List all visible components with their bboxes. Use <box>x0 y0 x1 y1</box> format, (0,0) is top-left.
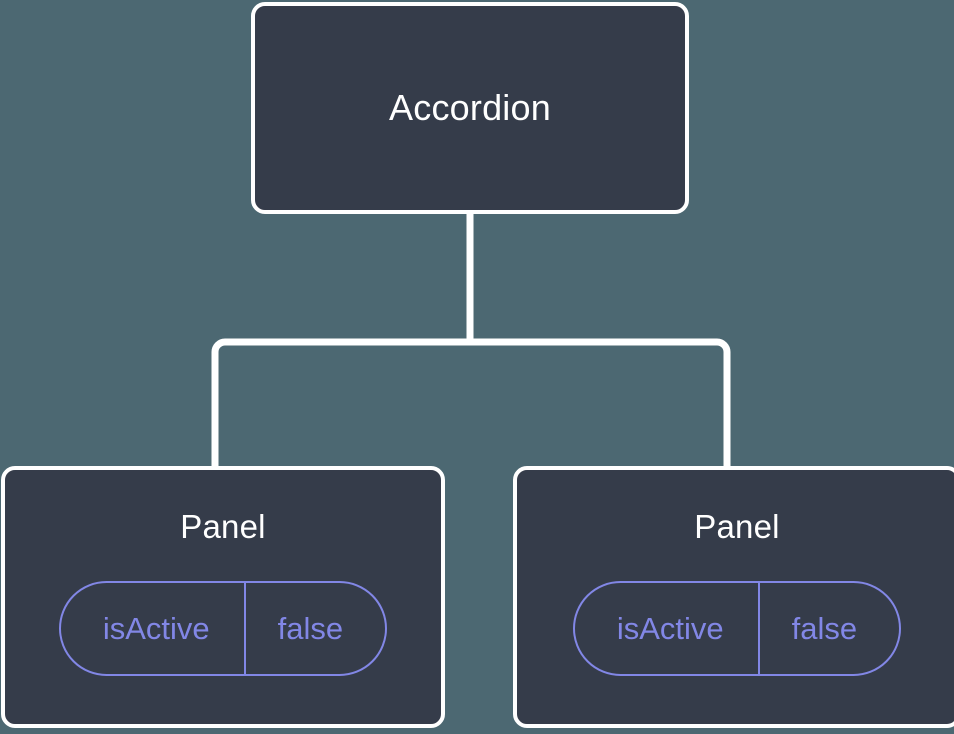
node-panel-right-title: Panel <box>694 508 780 545</box>
prop-pill-is-active-left[interactable]: isActive false <box>58 581 388 676</box>
prop-key-is-active-left: isActive <box>102 611 210 646</box>
prop-value-is-active-left: false <box>243 583 385 674</box>
prop-pill-is-active-right[interactable]: isActive false <box>572 581 902 676</box>
prop-value-is-active-right: false <box>757 583 899 674</box>
node-panel-right[interactable]: Panel isActive false <box>513 466 954 728</box>
node-panel-left-title: Panel <box>180 508 266 545</box>
prop-key-is-active-right: isActive <box>616 611 724 646</box>
node-panel-left[interactable]: Panel isActive false <box>1 466 445 728</box>
edge-accordion-to-panel-right <box>470 338 731 470</box>
node-accordion-title: Accordion <box>389 87 551 128</box>
node-accordion[interactable]: Accordion <box>251 2 689 214</box>
edge-accordion-to-panel-left <box>211 338 470 470</box>
